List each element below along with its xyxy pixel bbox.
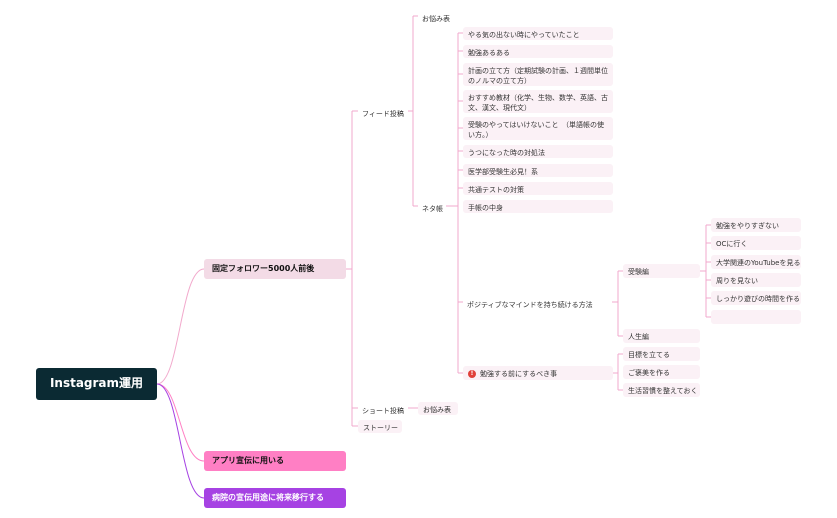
edge-root-main1: [156, 268, 205, 385]
neta-item[interactable]: やる気の出ない時にやっていたこと: [463, 27, 613, 40]
node-neta-cho[interactable]: ネタ帳: [422, 205, 443, 213]
node-before-study[interactable]: ! 勉強する前にするべき事: [463, 366, 613, 380]
juken-item[interactable]: 大学関連のYouTubeを見る: [711, 255, 801, 269]
main-node-hospital-promo[interactable]: 病院の宣伝用途に将来移行する: [204, 488, 346, 508]
before-item[interactable]: 生活習慣を整えておく: [623, 383, 700, 397]
warning-icon: !: [468, 370, 476, 378]
node-onayami-feed[interactable]: お悩み表: [422, 15, 450, 23]
node-juken-hen[interactable]: 受験編: [623, 264, 700, 278]
node-onayami-short[interactable]: お悩み表: [418, 402, 458, 415]
node-story[interactable]: ストーリー: [358, 420, 402, 433]
juken-item[interactable]: しっかり遊びの時間を作る: [711, 291, 801, 305]
node-feed-post[interactable]: フィード投稿: [362, 110, 404, 118]
neta-item[interactable]: 計画の立て方（定期試験の計画、１週間単位のノルマの立て方）: [463, 63, 613, 86]
before-item[interactable]: 目標を立てる: [623, 347, 700, 361]
edge-main1-spine: [346, 110, 358, 427]
edge-juken-spine: [700, 224, 711, 318]
edge-neta-spine: [446, 32, 463, 374]
edge-root-main3: [156, 383, 205, 499]
edge-root-main2: [156, 383, 205, 462]
node-jinsei-hen[interactable]: 人生編: [623, 329, 700, 343]
neta-item[interactable]: 勉強あるある: [463, 45, 613, 58]
node-before-study-label: 勉強する前にするべき事: [480, 370, 558, 378]
node-positive-mind[interactable]: ポジティブなマインドを持ち続ける方法: [467, 301, 593, 309]
before-item[interactable]: ご褒美を作る: [623, 365, 700, 379]
neta-item[interactable]: 手帳の中身: [463, 200, 613, 213]
edge-positive-spine: [612, 270, 623, 337]
neta-item[interactable]: 受験のやってはいけないこと （単語帳の使い方。）: [463, 117, 613, 140]
edge-feed-spine: [408, 15, 418, 207]
juken-item[interactable]: OCに行く: [711, 236, 801, 250]
main-node-app-promo[interactable]: アプリ宣伝に用いる: [204, 451, 346, 471]
neta-item[interactable]: うつになった時の対処法: [463, 145, 613, 158]
juken-item[interactable]: 勉強をやりすぎない: [711, 218, 801, 232]
node-short-post[interactable]: ショート投稿: [362, 407, 404, 415]
root-node[interactable]: Instagram運用: [36, 368, 157, 400]
juken-item-empty[interactable]: [711, 310, 801, 324]
juken-item[interactable]: 周りを見ない: [711, 273, 801, 287]
main-node-followers[interactable]: 固定フォロワー5000人前後: [204, 259, 346, 279]
edge-before-spine: [612, 353, 623, 391]
neta-item[interactable]: 医学部受験生必見！系: [463, 164, 613, 177]
neta-item[interactable]: 共通テストの対策: [463, 182, 613, 195]
neta-item[interactable]: おすすめ教材（化学、生物、数学、英語、古文、漢文、現代文）: [463, 90, 613, 113]
